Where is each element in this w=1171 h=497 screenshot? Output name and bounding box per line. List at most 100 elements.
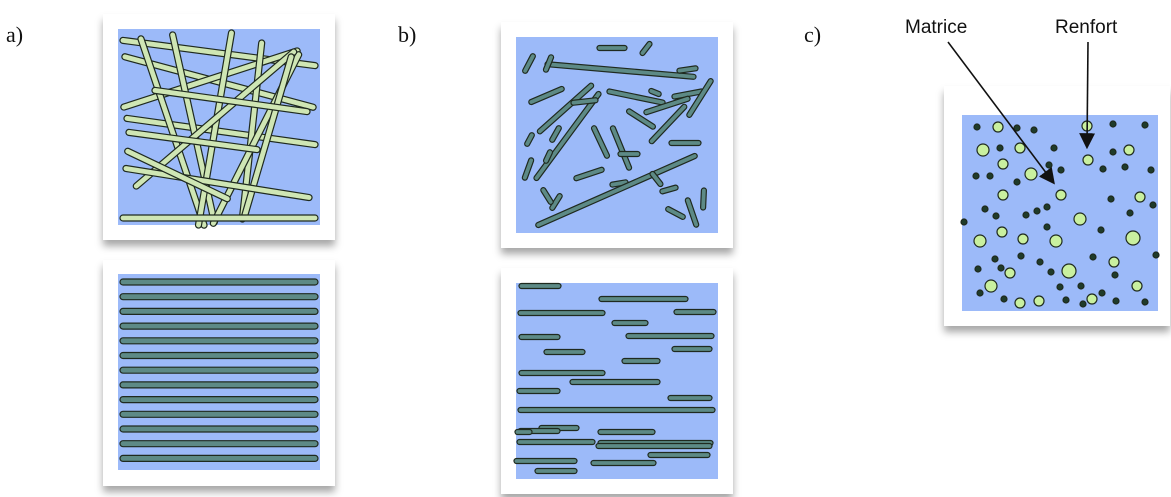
matrix-particle (997, 264, 1005, 272)
short-fiber (518, 369, 606, 377)
long-fiber (119, 351, 319, 360)
reinforcement-particle (997, 158, 1009, 170)
matrix-particle (1112, 297, 1120, 305)
short-fiber (626, 108, 656, 130)
matrix-particle (1045, 161, 1053, 169)
short-fiber (611, 319, 649, 327)
short-fiber (569, 378, 661, 386)
short-fiber (517, 406, 716, 414)
short-fiber (595, 442, 713, 450)
matrix-particle (986, 172, 994, 180)
long-fiber (119, 440, 319, 448)
short-fiber (668, 139, 702, 147)
reinforcement-particle (997, 189, 1009, 201)
long-fiber (151, 86, 311, 116)
short-fiber (570, 97, 599, 106)
panel-c-label: c) (804, 22, 822, 47)
panel-a-label: a) (6, 22, 24, 47)
matrix-particle (1056, 283, 1064, 291)
short-fiber (643, 95, 691, 116)
short-fiber (597, 428, 656, 436)
short-fiber (549, 193, 563, 211)
short-fiber (648, 103, 688, 145)
short-fiber (596, 44, 628, 52)
panel-b-label: b) (398, 22, 417, 47)
matrix-particle (1141, 121, 1149, 129)
matrix-callout-label: Matrice (905, 17, 968, 38)
short-fiber (700, 187, 707, 211)
short-fiber (513, 457, 578, 465)
reinforcement-particle (976, 143, 990, 157)
short-fiber (540, 187, 554, 205)
short-fiber (522, 53, 536, 74)
matrix-particle (1149, 201, 1157, 209)
reinforcement-particle (1017, 233, 1029, 245)
reinforcement-particle (1123, 144, 1135, 156)
matrix-particle (1097, 226, 1105, 234)
short-fiber (514, 428, 533, 436)
matrix-particle (1079, 300, 1087, 308)
short-fiber (542, 149, 554, 164)
matrix-particle (1036, 258, 1044, 266)
long-fiber (119, 322, 319, 330)
long-fiber (119, 337, 319, 345)
short-fiber (684, 197, 700, 228)
reinforcement-particle (1004, 267, 1016, 279)
matrix-particle (1107, 195, 1115, 203)
matrix-particle (1109, 120, 1117, 128)
matrix-particle (974, 265, 982, 273)
matrix-arrow (947, 41, 1055, 185)
reinforcement-particle (996, 226, 1008, 238)
reinforcement-particle (1024, 167, 1038, 181)
matrix-particle (1147, 166, 1155, 174)
particle-reinforcements (960, 120, 1160, 309)
short-fiber (617, 150, 641, 158)
short-fiber (625, 332, 715, 340)
reinforcement-particle (1014, 142, 1026, 154)
matrix-particle (973, 123, 981, 131)
matrix-particle (976, 289, 984, 297)
short-fiber (639, 40, 653, 57)
matrix-particle (972, 172, 980, 180)
matrix-particle (991, 255, 999, 263)
short-fiber (676, 65, 699, 74)
matrix-particle (996, 144, 1004, 152)
reinforcement-arrow (1079, 41, 1096, 150)
short-aligned-fibers (513, 282, 717, 475)
reinforcement-particle (973, 234, 987, 248)
short-fiber (659, 184, 679, 195)
matrix-particle (1000, 295, 1008, 303)
short-fiber (534, 467, 578, 475)
short-fiber (528, 85, 565, 106)
matrix-particle (1141, 298, 1149, 306)
short-fiber (516, 387, 561, 395)
long-fiber (119, 410, 319, 418)
long-fiber (132, 48, 298, 190)
matrix-particle (1033, 207, 1041, 215)
matrix-particle (1050, 144, 1058, 152)
short-fiber (517, 309, 606, 317)
short-fiber (665, 206, 686, 220)
reinforcement-particle (1049, 234, 1063, 248)
short-fiber (536, 82, 595, 135)
reinforcement-particle (1033, 295, 1045, 307)
long-fiber (119, 293, 319, 301)
reinforcement-particle (992, 121, 1004, 133)
reinforcement-particle (1134, 191, 1146, 203)
short-fiber (543, 348, 586, 356)
short-fiber (573, 166, 605, 182)
long-fiber (119, 278, 319, 286)
long-fiber (125, 128, 261, 154)
short-fiber (671, 345, 713, 353)
matrix-particle (1126, 209, 1134, 217)
reinforcement-particle (1082, 154, 1094, 166)
long-fiber (124, 147, 231, 203)
reinforcement-particle (1055, 189, 1067, 201)
long-aligned-fibers (119, 278, 319, 462)
matrix-particle (1022, 211, 1030, 219)
reinforcement-particle (1125, 230, 1141, 246)
reinforcement-particle (1014, 297, 1026, 309)
short-fiber (518, 333, 561, 341)
matrix-particle (1013, 178, 1021, 186)
